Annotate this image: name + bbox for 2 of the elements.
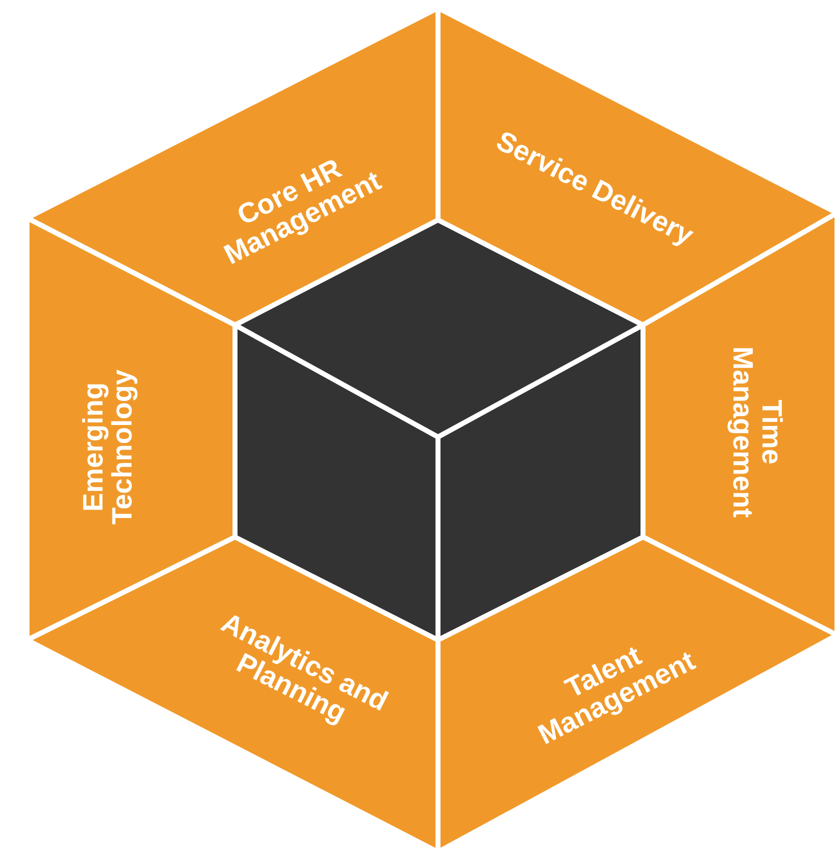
segment-label: Time Management (728, 345, 786, 520)
segment-label: Emerging Technology (78, 368, 138, 527)
